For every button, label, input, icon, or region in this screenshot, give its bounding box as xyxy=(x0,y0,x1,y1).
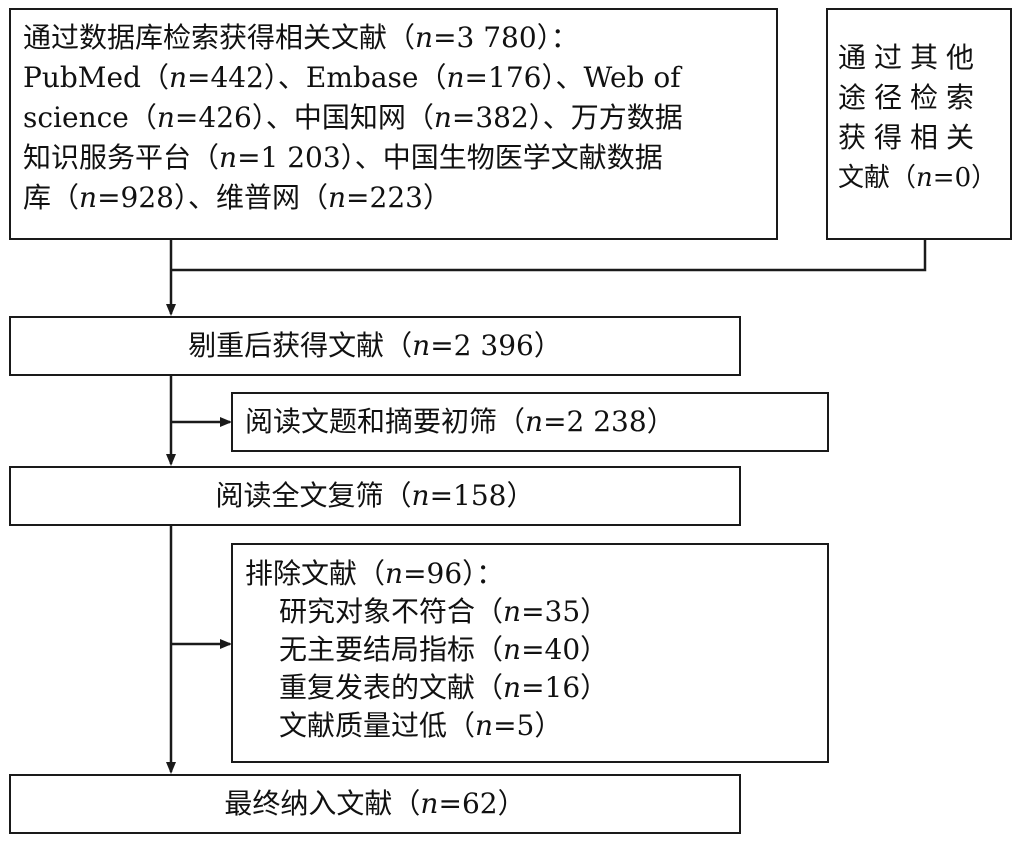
title-screen-text: 阅读文题和摘要初筛（n=2 238） xyxy=(245,405,675,438)
excluded-reason-3: 重复发表的文献（n=16） xyxy=(279,671,609,704)
db-line-4: 知识服务平台（n=1 203）、中国生物医学文献数据 xyxy=(23,141,663,174)
db-line-3: science（n=426）、中国知网（n=382）、万方数据 xyxy=(23,101,683,134)
excluded-reason-1: 研究对象不符合（n=35） xyxy=(279,595,609,628)
box-after-dedup: 剔重后获得文献（n=2 396） xyxy=(9,316,741,376)
other-line-3: 获得相关 xyxy=(838,121,983,154)
box-database-search: 通过数据库检索获得相关文献（n=3 780）： PubMed（n=442）、Em… xyxy=(9,8,778,240)
fulltext-text: 阅读全文复筛（n=158） xyxy=(215,479,535,512)
box-other-sources: 通过其他 途径检索 获得相关 文献（n=0） xyxy=(826,8,1012,240)
db-line-1: 通过数据库检索获得相关文献（n=3 780）： xyxy=(23,21,579,54)
box-excluded: 排除文献（n=96）： 研究对象不符合（n=35） 无主要结局指标（n=40） … xyxy=(231,543,829,763)
line-other-to-main xyxy=(171,240,927,272)
excluded-reason-4: 文献质量过低（n=5） xyxy=(279,709,563,742)
excluded-reason-2: 无主要结局指标（n=40） xyxy=(279,633,609,666)
other-line-2: 途径检索 xyxy=(838,81,983,114)
dedup-text: 剔重后获得文献（n=2 396） xyxy=(188,329,562,362)
db-line-5: 库（n=928）、维普网（n=223） xyxy=(23,181,451,214)
box-title-abstract-screen: 阅读文题和摘要初筛（n=2 238） xyxy=(231,392,829,452)
excluded-header: 排除文献（n=96）： xyxy=(245,557,505,590)
final-text: 最终纳入文献（n=62） xyxy=(224,787,526,820)
other-line-1: 通过其他 xyxy=(838,41,983,74)
other-line-4: 文献（n=0） xyxy=(838,163,998,193)
box-final-included: 最终纳入文献（n=62） xyxy=(9,774,741,834)
db-line-2: PubMed（n=442）、Embase（n=176）、Web of xyxy=(23,61,681,94)
box-fulltext-screen: 阅读全文复筛（n=158） xyxy=(9,466,741,526)
